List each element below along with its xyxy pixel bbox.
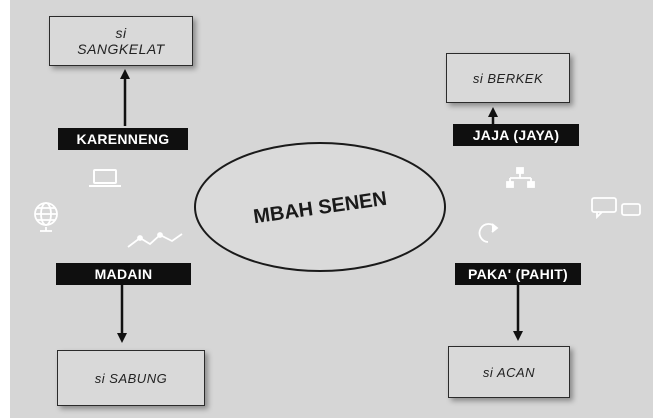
- globe-icon: [34, 202, 58, 232]
- label-jaja-text: JAJA (JAYA): [472, 127, 560, 143]
- box-sabung-label: si SABUNG: [94, 370, 168, 386]
- center-ellipse: [194, 142, 446, 272]
- box-acan-label: si ACAN: [482, 364, 536, 380]
- chat-icon: [591, 197, 641, 220]
- org-chart-icon: [506, 167, 535, 188]
- box-acan: si ACAN: [448, 346, 570, 398]
- line-chart-icon: [127, 232, 183, 248]
- box-berkek-label: si BERKEK: [472, 70, 544, 86]
- label-jaja: JAJA (JAYA): [453, 124, 579, 146]
- label-paka: PAKA' (PAHIT): [455, 263, 581, 285]
- refresh-icon: [478, 223, 499, 243]
- box-berkek: si BERKEK: [446, 53, 570, 103]
- box-sangkelat-line1: si: [115, 25, 127, 41]
- laptop-icon: [89, 169, 121, 187]
- label-karenneng: KARENNENG: [58, 128, 188, 150]
- box-sangkelat-line2: SANGKELAT: [77, 41, 165, 57]
- label-madain: MADAIN: [56, 263, 191, 285]
- label-madain-text: MADAIN: [94, 266, 153, 282]
- box-sabung: si SABUNG: [57, 350, 205, 406]
- box-sangkelat: si SANGKELAT: [49, 16, 193, 66]
- label-paka-text: PAKA' (PAHIT): [467, 266, 569, 282]
- label-karenneng-text: KARENNENG: [76, 131, 170, 147]
